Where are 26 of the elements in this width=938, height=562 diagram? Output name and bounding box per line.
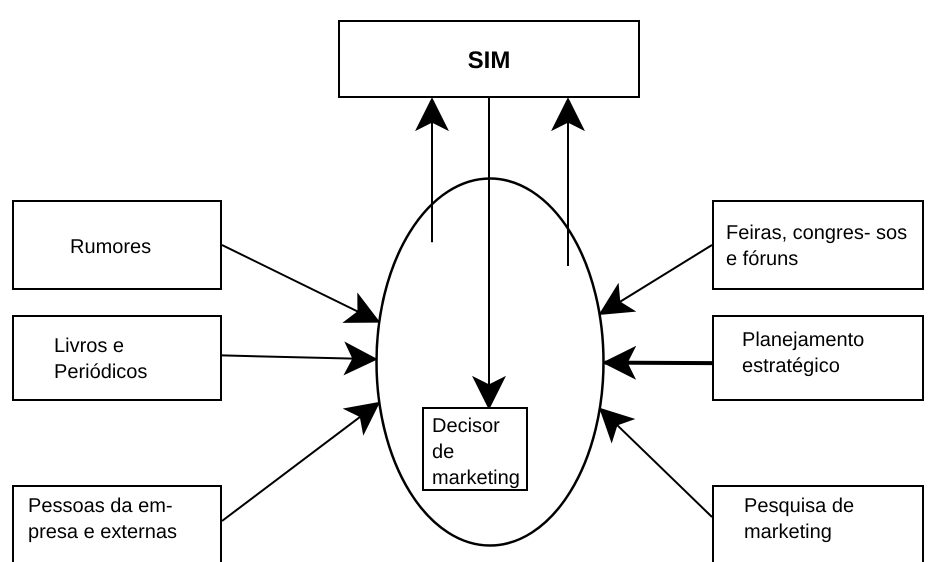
box-label: Feiras, congres- sos e fóruns	[726, 221, 908, 272]
text-box	[712, 200, 924, 290]
text-box	[12, 485, 222, 562]
text-box	[712, 315, 924, 401]
arrow	[602, 346, 712, 380]
text-box	[12, 315, 222, 401]
arrow	[598, 244, 713, 315]
arrow	[551, 97, 585, 266]
ellipse-shape	[375, 177, 605, 547]
box-label: Pesquisa de marketing	[744, 494, 856, 545]
text-box	[12, 200, 222, 290]
arrow	[472, 98, 506, 410]
arrow	[221, 402, 380, 522]
arrow	[222, 341, 378, 376]
arrow	[415, 97, 449, 242]
text-box	[338, 20, 640, 98]
text-box	[422, 407, 528, 491]
arrow	[222, 244, 380, 323]
arrow	[599, 408, 713, 518]
box-label: Rumores	[70, 235, 152, 260]
text-box	[712, 485, 924, 562]
box-label: Pessoas da em- presa e externas	[28, 494, 178, 545]
box-label: Planejamento estratégico	[742, 328, 866, 379]
box-label: Livros e Periódicos	[54, 334, 148, 385]
box-label: Decisor de marketing	[432, 414, 521, 491]
box-label: SIM	[466, 48, 512, 74]
